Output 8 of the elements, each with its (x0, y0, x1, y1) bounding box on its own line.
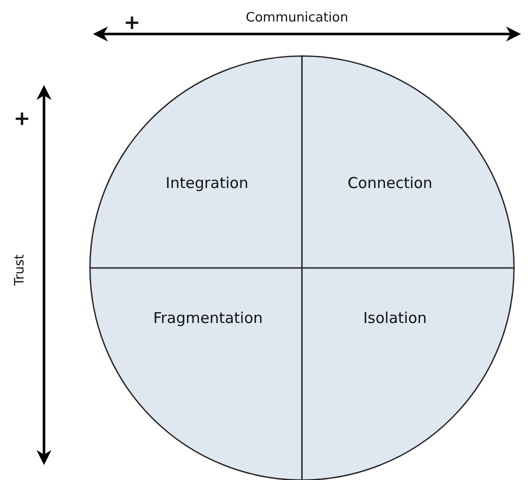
plus-sign: + (14, 106, 30, 130)
axis-label: Trust (12, 254, 28, 286)
quadrant-label: Integration (166, 174, 248, 192)
quadrant-label: Isolation (363, 309, 427, 327)
quadrant-label: Fragmentation (153, 309, 263, 327)
quadrant-label: Connection (348, 174, 432, 192)
axis-label: Communication (246, 10, 348, 26)
plus-sign: + (124, 10, 140, 34)
